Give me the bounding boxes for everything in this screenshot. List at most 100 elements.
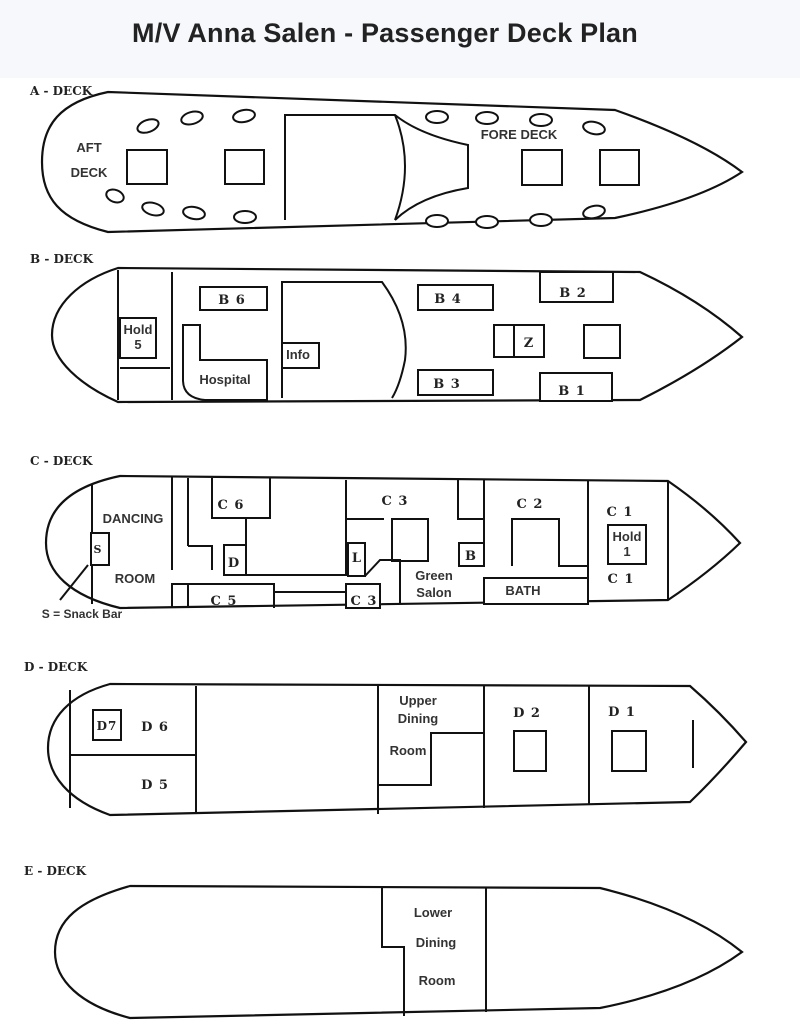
b-deck-cabin-b <box>583 324 621 359</box>
e-deck-hull <box>53 884 744 1020</box>
d-deck: D - DECK D7 D 6 D 5 Upper Dining Room D … <box>24 660 748 817</box>
lifeboat-icon <box>529 213 553 227</box>
a-deck-superstructure <box>284 114 469 221</box>
a-deck-fore-deck-label: FORE DECK <box>481 127 558 142</box>
d-deck-upper-dining <box>377 686 484 786</box>
c-deck-wall-b <box>188 545 213 570</box>
c-deck-c3-lower-label: C 3 <box>351 594 378 609</box>
a-deck-aft-label: AFT <box>76 140 101 155</box>
b-deck-hold-label: Hold <box>124 322 153 337</box>
c-deck-c3-lower <box>345 583 381 609</box>
c-deck-l-label: L <box>352 551 362 566</box>
d-deck-dining-label: Dining <box>398 711 438 726</box>
a-deck-hull <box>40 90 744 234</box>
b-deck-z-label: Z <box>524 336 535 351</box>
b-deck-b4-label: B 4 <box>434 292 462 307</box>
d-deck-d2-label: D 2 <box>513 706 541 721</box>
c-deck-snack-bar-callout: S = Snack Bar <box>42 607 123 621</box>
c-deck-c5-label: C 5 <box>211 594 238 609</box>
b-deck-b3 <box>417 369 494 396</box>
c-deck-c3-label: C 3 <box>382 494 409 509</box>
a-deck-hatch-1 <box>126 149 168 185</box>
b-deck-hold-5 <box>119 317 157 359</box>
c-deck-salon-label: Salon <box>416 585 451 600</box>
b-deck-info-label: Info <box>286 347 310 362</box>
lifeboat-icon <box>141 201 165 217</box>
lifeboat-icon <box>582 120 606 136</box>
lifeboat-icon <box>529 113 553 127</box>
d-deck-d1-label: D 1 <box>608 705 636 720</box>
e-deck-label: E - DECK <box>24 864 87 878</box>
a-deck: A - DECK AFT DECK FORE DECK <box>29 84 744 234</box>
c-deck-label: C - DECK <box>30 454 93 468</box>
page-title: M/V Anna Salen - Passenger Deck Plan <box>132 18 638 48</box>
d-deck-d7 <box>92 709 122 741</box>
d-deck-d7-label: D7 <box>97 719 118 733</box>
b-deck-label: B - DECK <box>30 252 94 266</box>
c-deck-green-label: Green <box>415 568 453 583</box>
c-deck-c3-room <box>391 518 429 562</box>
c-deck: C - DECK DANCING ROOM S C 6 D C 3 C <box>30 454 742 621</box>
lifeboat-icon <box>425 214 449 228</box>
e-deck-lower-label: Lower <box>414 905 452 920</box>
c-deck-hold-1 <box>607 524 647 565</box>
c-deck-bath <box>483 577 589 605</box>
lifeboat-icon <box>182 205 206 221</box>
b-deck-info-room <box>281 342 320 369</box>
b-deck-info-block <box>281 281 407 399</box>
c-deck-b-label: B <box>465 549 477 564</box>
lifeboat-icon <box>180 110 204 126</box>
b-deck-b6-label: B 6 <box>218 293 246 308</box>
c-deck-c1-label: C 1 <box>607 505 634 520</box>
b-deck-b1 <box>539 372 613 402</box>
c-deck-dancing-label: DANCING <box>103 511 164 526</box>
c-deck-callout-line <box>59 564 89 601</box>
d-deck-upper-label: Upper <box>399 693 437 708</box>
lifeboat-icon <box>475 111 499 125</box>
b-deck-cabin-a <box>493 324 515 358</box>
lifeboat-icon <box>233 210 257 224</box>
b-deck-b2-label: B 2 <box>559 286 587 301</box>
d-deck-hull <box>46 682 748 817</box>
b-deck-b4 <box>417 284 494 311</box>
d-deck-room-label: Room <box>390 743 427 758</box>
c-deck-room-label: ROOM <box>115 571 155 586</box>
c-deck-bath-label: BATH <box>505 583 540 598</box>
c-deck-s-label: S <box>94 543 103 556</box>
e-deck-lower-dining-aft <box>381 886 405 1016</box>
lifeboat-icon <box>475 215 499 229</box>
d-deck-d5-label: D 5 <box>141 778 169 793</box>
c-deck-hold-number: 1 <box>623 544 630 559</box>
a-deck-hatch-4 <box>599 149 640 186</box>
b-deck: B - DECK Hold 5 B 6 Info Hospital B 4 B … <box>30 252 744 404</box>
c-deck-b <box>458 542 485 567</box>
a-deck-hatch-3 <box>521 149 563 186</box>
lifeboat-icon <box>136 118 160 134</box>
c-deck-c6-label: C 6 <box>218 498 245 513</box>
a-deck-superstructure-front <box>394 114 406 221</box>
c-deck-hull <box>44 474 742 610</box>
c-deck-hold-label: Hold <box>613 529 642 544</box>
d-deck-d6-label: D 6 <box>141 720 169 735</box>
lifeboat-icon <box>582 204 606 220</box>
b-deck-b6 <box>199 286 268 311</box>
b-deck-z <box>513 324 545 358</box>
a-deck-label: A - DECK <box>29 84 93 98</box>
c-deck-c5 <box>171 583 275 608</box>
c-deck-c1-lower-label: C 1 <box>608 572 635 587</box>
lifeboat-icon <box>105 188 125 204</box>
a-deck-aft-label-2: DECK <box>71 165 108 180</box>
lifeboat-icon <box>425 110 449 124</box>
e-deck: E - DECK Lower Dining Room <box>24 864 744 1020</box>
b-deck-b3-label: B 3 <box>433 377 461 392</box>
c-deck-snack-bar <box>90 532 110 566</box>
b-deck-b1-label: B 1 <box>558 384 586 399</box>
e-deck-dining-label: Dining <box>416 935 456 950</box>
c-deck-l <box>347 542 366 577</box>
c-deck-c2 <box>511 518 588 567</box>
a-deck-lifeboats <box>105 108 606 229</box>
c-deck-center-wall <box>246 480 347 576</box>
c-deck-c3-side <box>457 480 484 520</box>
b-deck-hospital <box>182 324 268 401</box>
